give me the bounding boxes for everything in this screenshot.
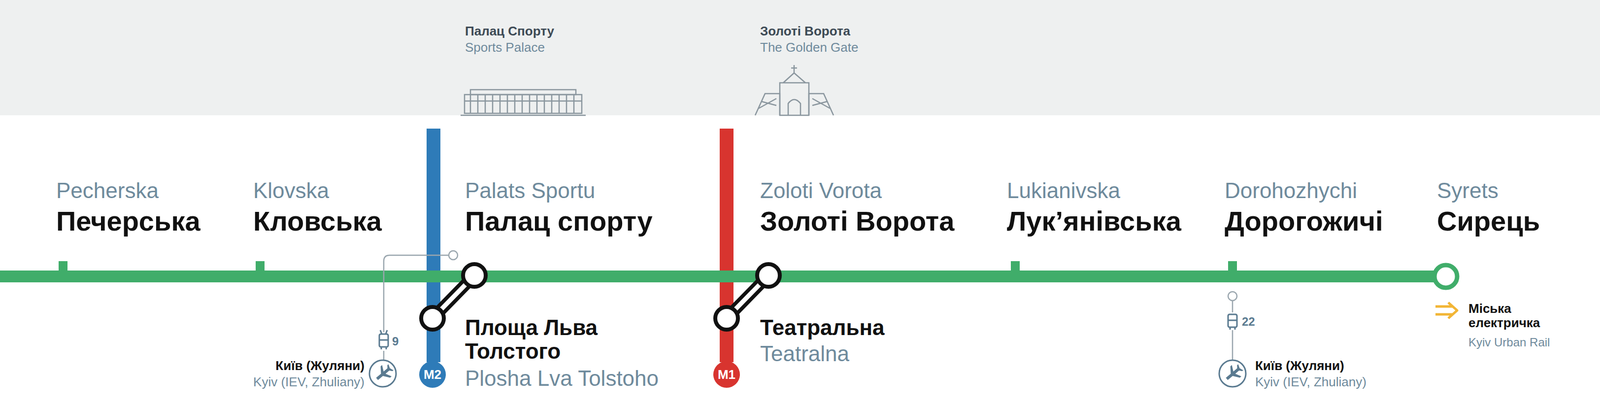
station-name: Кловська [253, 205, 382, 237]
station-name-latin: Zoloti Vorota [760, 178, 882, 203]
station-name: Дорогожичі [1224, 205, 1383, 237]
airport-icon [1219, 360, 1246, 387]
line-badge: M2 [419, 361, 446, 388]
roof [470, 89, 576, 95]
wall-lines [758, 98, 831, 109]
landmark-name-latin: Sports Palace [465, 40, 545, 55]
station-name: Печерська [56, 205, 201, 237]
station-name-latin: Plosha Lva Tolstoho [465, 366, 659, 391]
station-ticks [58, 261, 1237, 273]
station-name-latin: Syrets [1436, 178, 1499, 203]
interchange-circle [421, 306, 444, 330]
interchange-circle [463, 264, 486, 287]
plane [1222, 361, 1246, 385]
trolleybus-icon [379, 330, 389, 350]
golden-gate-icon [755, 65, 834, 116]
bus-detail [379, 330, 389, 350]
leader-dot [448, 250, 458, 260]
tower [779, 82, 809, 116]
station-name: Театральна [760, 315, 885, 340]
station-tick [58, 261, 68, 273]
station-name-latin: Palats Sportu [465, 178, 596, 203]
rail-name: Міська електричка [1468, 301, 1558, 330]
bus-detail [1228, 320, 1237, 330]
plane [372, 361, 397, 385]
dome [783, 65, 806, 83]
landmark-name: Золоті Ворота [760, 24, 851, 39]
leader-dot [1228, 291, 1237, 301]
leader-line [383, 255, 449, 360]
station-name: Золоті Ворота [760, 205, 955, 237]
airport-name-latin: Kyiv (IEV, Zhuliany) [1255, 374, 1367, 390]
airport-circle [369, 360, 397, 387]
landmark-band [0, 0, 1600, 116]
route-number: 22 [1241, 315, 1256, 329]
urban-rail-icon [1435, 302, 1458, 319]
station-name: Сирець [1436, 205, 1540, 237]
columns [460, 94, 586, 116]
sports-palace-icon [460, 89, 586, 116]
facade [464, 94, 582, 114]
rail-name-latin: Kyiv Urban Rail [1468, 335, 1550, 349]
station-name-latin: Teatralna [760, 341, 850, 366]
rail-arrows [1435, 302, 1458, 319]
landmark-name-latin: The Golden Gate [760, 40, 859, 55]
station-tick [1228, 261, 1237, 273]
station-name: Палац спорту [465, 205, 653, 237]
airport-leader [1228, 291, 1237, 360]
station-tick [255, 261, 265, 273]
trolleybus-icon [1228, 314, 1237, 330]
badge-label: M2 [423, 367, 442, 381]
station-name-latin: Pecherska [56, 178, 159, 203]
landmark-name: Палац Спорту [465, 24, 555, 39]
arch [788, 99, 801, 116]
route-number: 9 [392, 334, 399, 348]
terminus-circle [1434, 265, 1458, 288]
station-name-latin: Lukianivska [1006, 178, 1121, 203]
station-name-latin: Klovska [253, 178, 330, 203]
station-name: Лук’янівська [1006, 205, 1182, 237]
airport-name-latin: Kyiv (IEV, Zhuliany) [253, 374, 365, 390]
station-name-latin: Dorohozhychi [1224, 178, 1358, 203]
interchange-circle [715, 306, 738, 330]
airport-name: Київ (Жуляни) [1255, 358, 1345, 373]
interchange-circle [757, 264, 780, 287]
airport-leader [383, 250, 458, 360]
walls [755, 93, 834, 116]
airport-icon [369, 360, 397, 387]
station-name: Площа Льва Толстого [465, 315, 628, 364]
station-tick [1010, 261, 1020, 273]
badge-label: M1 [717, 367, 736, 381]
line-badge: M1 [713, 361, 740, 388]
airport-circle [1219, 360, 1246, 387]
leader-line [1232, 300, 1234, 360]
airport-name: Київ (Жуляни) [275, 358, 365, 373]
